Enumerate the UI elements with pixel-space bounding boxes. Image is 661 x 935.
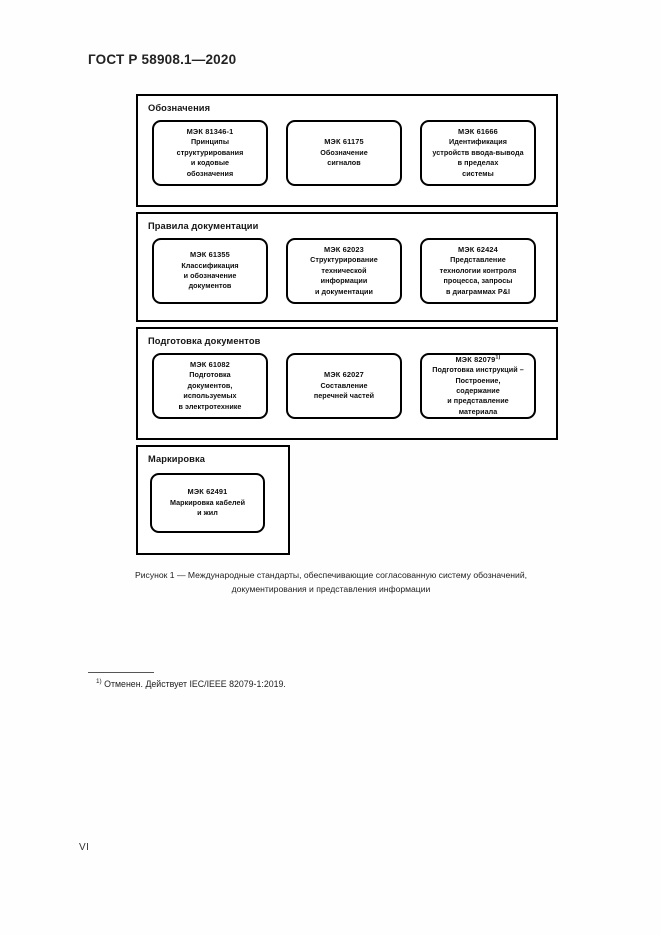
footnote-marker: 1): [96, 678, 102, 686]
standard-description: Представление технологии контроля процес…: [439, 255, 517, 296]
standard-code: МЭК 62491: [187, 487, 228, 497]
group-box-oboznacheniya: Обозначения МЭК 81346-1 Принципы структу…: [136, 94, 558, 207]
standard-code: МЭК 62424: [458, 244, 498, 254]
standard-node: МЭК 61082 Подготовка документов, использ…: [152, 353, 268, 419]
standard-node: МЭК 61666 Идентификация устройств ввода-…: [420, 120, 536, 186]
standard-description: Маркировка кабелей и жил: [169, 497, 246, 518]
footnote-reference-marker: 1): [495, 354, 501, 361]
standard-description: Принципы структурирования и кодовые обоз…: [176, 137, 244, 178]
group-node-row: МЭК 61355 Классификация и обозначение до…: [138, 238, 556, 304]
standard-code: МЭК 62027: [324, 370, 364, 380]
standard-node: МЭК 62491 Маркировка кабелей и жил: [150, 473, 265, 533]
footnote-text: Отменен. Действует IEC/IEEE 82079-1:2019…: [104, 679, 286, 689]
group-box-pravila-dokumentatsii: Правила документации МЭК 61355 Классифик…: [136, 212, 558, 322]
figure-caption-line-1: Рисунок 1 — Международные стандарты, обе…: [134, 570, 528, 580]
group-title: Обозначения: [148, 103, 211, 113]
figure-caption: Рисунок 1 — Международные стандарты, обе…: [96, 568, 566, 596]
standard-code: МЭК 61175: [324, 137, 364, 147]
group-box-podgotovka-dokumentov: Подготовка документов МЭК 61082 Подготов…: [136, 327, 558, 440]
standard-node: МЭК 62023 Структурирование технической и…: [286, 238, 402, 304]
figure-caption-line-2: документирования и представления информа…: [231, 584, 431, 594]
footnote-separator-rule: [88, 672, 154, 673]
standard-description: Идентификация устройств ввода-вывода в п…: [432, 137, 524, 178]
standard-description: Подготовка документов, используемых в эл…: [178, 370, 242, 411]
group-title: Подготовка документов: [148, 336, 261, 346]
standard-description: Обозначение сигналов: [320, 147, 368, 168]
standard-code: МЭК 82079: [455, 354, 496, 364]
group-box-markirovka: Маркировка МЭК 62491 Маркировка кабелей …: [136, 445, 290, 555]
standard-node: МЭК 62424 Представление технологии контр…: [420, 238, 536, 304]
standard-node: МЭК 820791) Подготовка инструкций – Пост…: [420, 353, 536, 419]
group-node-row: МЭК 62491 Маркировка кабелей и жил: [138, 473, 288, 533]
standard-code: МЭК 61082: [190, 359, 230, 369]
standard-description: Структурирование технической информации …: [310, 255, 378, 296]
standard-node: МЭК 62027 Составление перечней частей: [286, 353, 402, 419]
standard-code: МЭК 81346-1: [186, 126, 234, 136]
standard-node: МЭК 81346-1 Принципы структурирования и …: [152, 120, 268, 186]
footnote: 1) Отменен. Действует IEC/IEEE 82079-1:2…: [96, 678, 286, 691]
standard-node: МЭК 61355 Классификация и обозначение до…: [152, 238, 268, 304]
standard-code: МЭК 62023: [324, 244, 364, 254]
group-node-row: МЭК 81346-1 Принципы структурирования и …: [138, 120, 556, 186]
figure-1-diagram: Обозначения МЭК 81346-1 Принципы структу…: [136, 94, 558, 555]
standard-node: МЭК 61175 Обозначение сигналов: [286, 120, 402, 186]
running-header-standard-number: ГОСТ Р 58908.1—2020: [88, 52, 237, 67]
standard-description: Составление перечней частей: [313, 380, 375, 401]
standard-code-with-footnote: МЭК 820791): [456, 355, 501, 365]
standard-code: МЭК 61666: [458, 126, 498, 136]
page-number: VI: [79, 842, 90, 853]
group-node-row: МЭК 61082 Подготовка документов, использ…: [138, 353, 556, 419]
standard-description: Классификация и обозначение документов: [181, 260, 239, 291]
group-title: Правила документации: [148, 221, 259, 231]
standard-code: МЭК 61355: [190, 250, 230, 260]
group-title: Маркировка: [148, 454, 205, 464]
standard-description: Подготовка инструкций – Построение, соде…: [432, 365, 524, 416]
